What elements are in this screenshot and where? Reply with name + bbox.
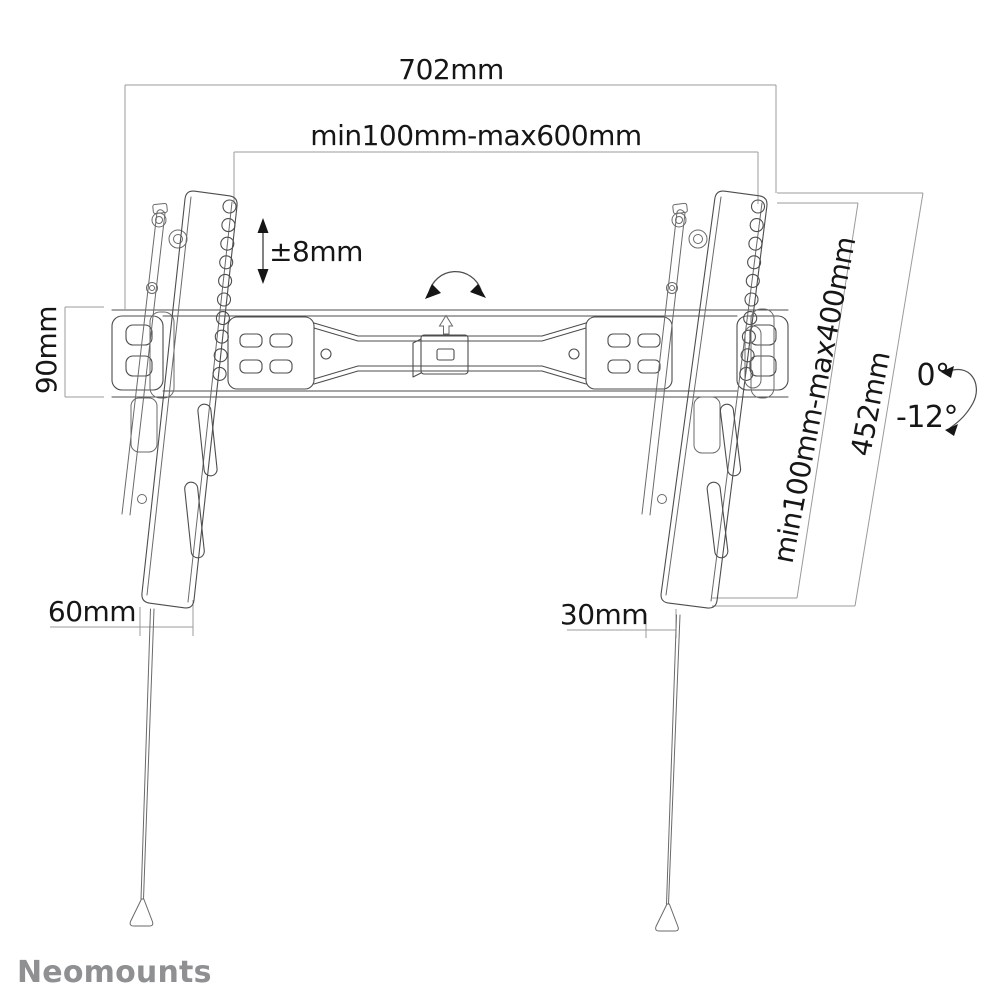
right-rail-holes [739,199,766,381]
right-pull-cord [655,614,681,932]
right-pull-knob [655,903,679,932]
left-rail-slot-lower [184,481,205,559]
wall-plate-right-end [736,315,789,391]
left-bracket [121,190,238,609]
left-tilt-pivot [168,229,188,249]
wall-plate-right-pad [585,316,673,390]
dim-overall-width-label: 702mm [398,53,504,86]
wall-plate-left-pad [227,316,315,390]
dim-overall-width-line [124,84,777,309]
right-plate-claw [750,308,775,399]
left-rail-outline [141,190,238,609]
right-claw-hook-slot [744,325,762,389]
left-bracket-back-strip [121,202,188,516]
dim-bottom-left-label: 60mm [47,595,137,628]
right-bracket-back-strip [641,202,708,516]
wall-plate-left-end [111,315,164,391]
tilt-arc-icon [425,270,486,299]
right-rail-slot-lower [706,481,729,559]
left-rail-holes [212,199,237,381]
latch-slot [436,348,455,361]
right-lower-flange [693,396,721,454]
right-rail-slot-upper [719,403,742,477]
dim-bracket-length-line [712,192,924,607]
center-latch [412,334,469,378]
neomounts-logo: Neomounts [17,955,212,990]
left-rail-slot-upper [197,403,218,477]
dim-horizontal-hole-range-label: min100mm-max600mm [310,119,642,152]
tilt-range-arc-icon [941,366,977,436]
right-rail-outline [660,190,768,609]
right-bracket [641,190,775,609]
dim-wall-plate-height-label: 90mm [30,305,63,395]
up-arrow-icon [438,314,454,335]
dim-vertical-hole-range-line [712,202,859,599]
dim-wall-plate-height-line [64,306,104,398]
dim-bottom-right-label: 30mm [559,598,649,631]
height-adjust-arrow-icon [257,218,269,284]
dim-horizontal-hole-range-line [233,151,759,204]
tilt-lower-label: -12° [896,400,959,435]
right-tilt-pivot [688,229,708,249]
left-pull-knob [129,898,154,927]
wall-plate [111,309,789,398]
left-lower-flange [130,397,158,453]
tilt-upper-label: 0° [916,358,950,393]
dim-height-adjust-label: ±8mm [269,235,363,268]
dim-bottom-left-line [50,600,194,636]
left-pull-cord [129,608,155,927]
